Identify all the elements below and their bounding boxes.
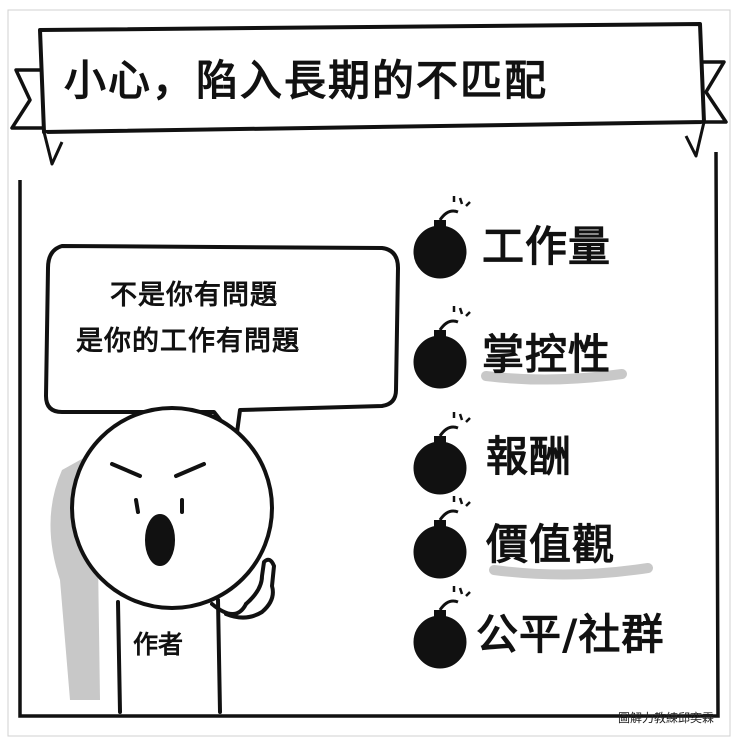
author-label: 作者: [133, 630, 184, 659]
speech-line-1: 不是你有問題: [110, 280, 278, 311]
bomb-icons: [413, 196, 471, 669]
bomb-icon: [413, 306, 471, 389]
item-fairness-community: 公平/社群: [476, 610, 665, 659]
speech-line-2: 是你的工作有問題: [76, 326, 300, 357]
author-character: [70, 406, 276, 714]
credit-text: 圖解力教練邱奕霖: [618, 711, 715, 725]
item-workload: 工作量: [482, 222, 612, 271]
item-reward: 報酬: [486, 432, 573, 481]
panel-border: [18, 151, 720, 718]
item-control: 掌控性: [482, 330, 612, 379]
item-values: 價值觀: [486, 520, 616, 569]
title-ribbon: [10, 22, 728, 166]
bomb-icon: [413, 496, 471, 579]
bomb-icon: [413, 586, 471, 669]
page-title: 小心，陷入長期的不匹配: [64, 56, 549, 105]
speech-bubble: [44, 244, 400, 442]
bomb-icon: [413, 196, 471, 279]
bomb-icon: [413, 412, 471, 495]
